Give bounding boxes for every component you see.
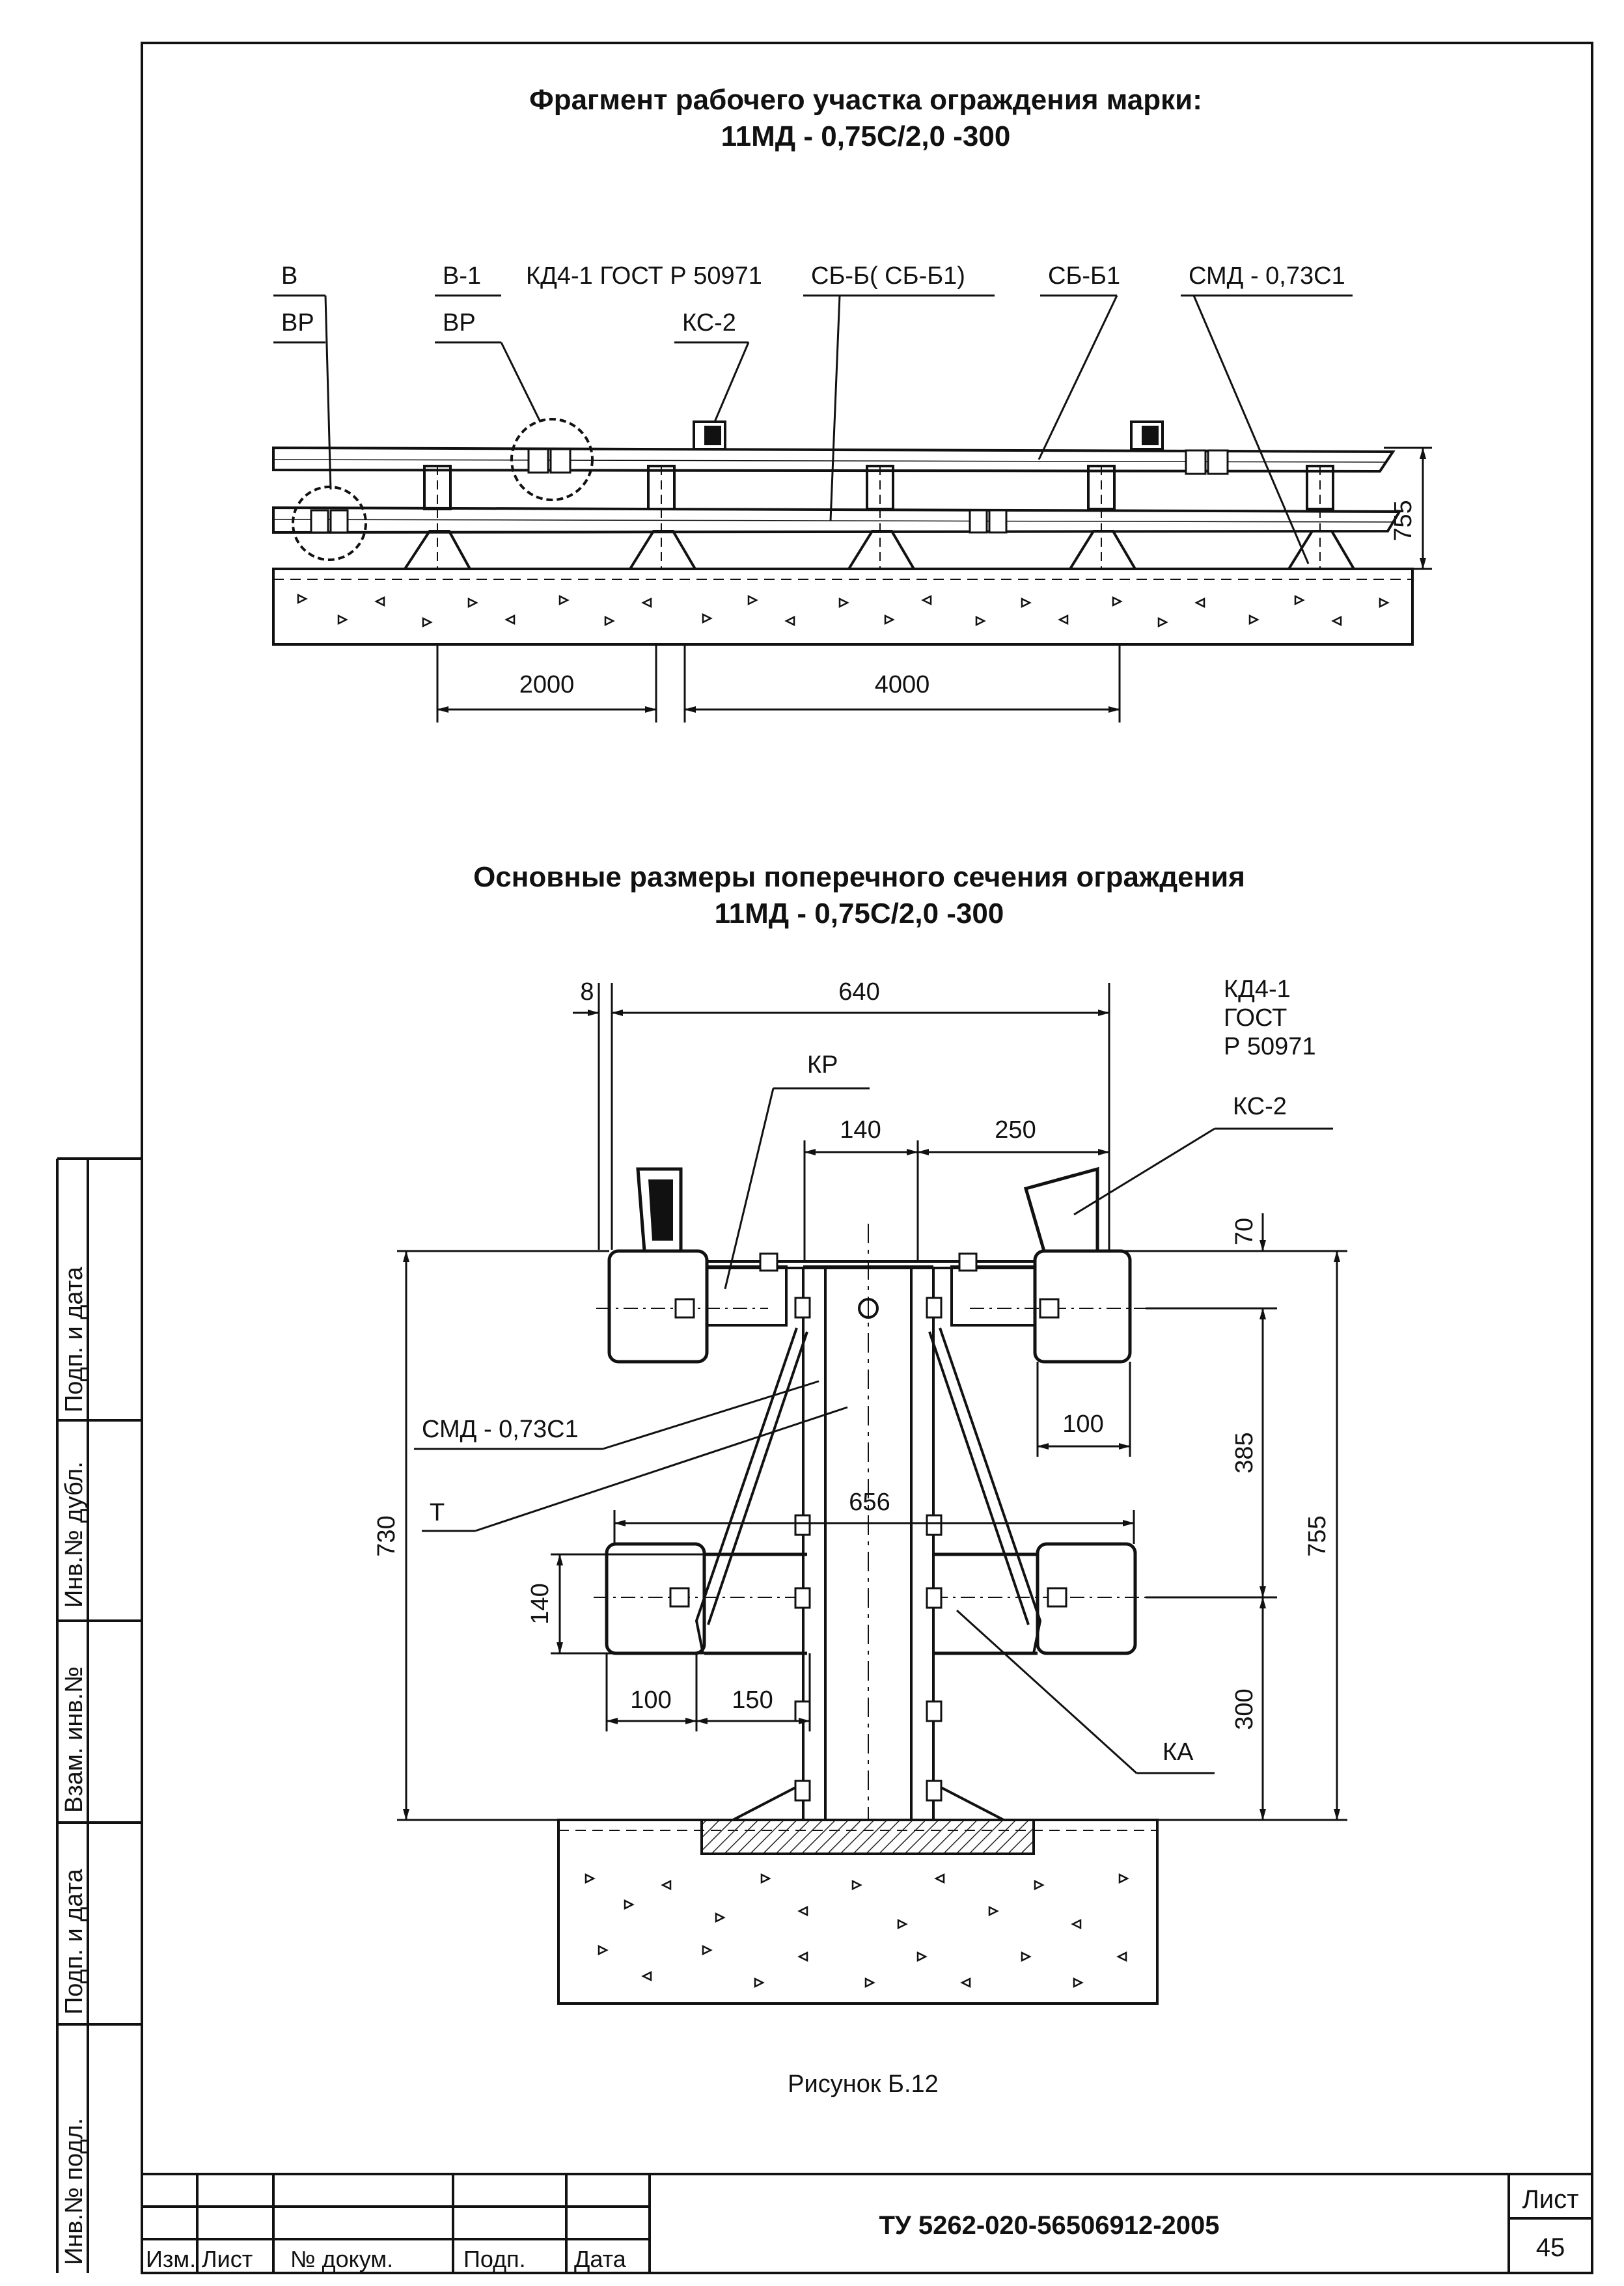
cross-section: Основные размеры поперечного сечения огр… [373,861,1347,2098]
dim-140-top: 140 [840,1116,881,1144]
side-stamp: Подп. и дата Инв.№ дубл. Взам. инв.№ Под… [56,1157,142,2273]
dim-250: 250 [995,1116,1036,1144]
col-date: Дата [574,2246,627,2272]
ground-slab-top [272,568,1414,646]
col-list: Лист [202,2246,253,2272]
reflector-left-section [636,1167,683,1253]
post-3 [846,465,916,570]
sheet-frame [141,42,1593,2274]
top-view-title-2: 11МД - 0,75С/2,0 -300 [721,120,1011,152]
dim-8: 8 [580,978,594,1006]
label-vr-1: ВР [281,309,314,337]
dims-top [436,447,1432,723]
lower-beam [272,506,1402,534]
upper-beam [272,446,1396,473]
doc-number: ТУ 5262-020-56506912-2005 [879,2211,1219,2240]
post-4 [1067,465,1138,570]
label-kr: КР [807,1051,838,1079]
ground-slab-section [557,1819,1159,2005]
dim-656: 656 [849,1489,890,1516]
dim-755: 755 [1304,1515,1331,1556]
label-smd-s: СМД - 0,73С1 [422,1416,579,1443]
section-title-1: Основные размеры поперечного сечения огр… [473,861,1245,893]
label-t: Т [430,1499,445,1526]
dim-730: 730 [373,1515,400,1556]
label-ks-2-s: КС-2 [1233,1093,1287,1120]
col-doc: № докум. [290,2246,393,2272]
reflector-right-section [1023,1166,1099,1253]
label-v: В [281,262,297,290]
label-v-1: В-1 [443,262,481,290]
diagonal-braces [695,1327,1042,1654]
top-view-title-1: Фрагмент рабочего участка ограждения мар… [529,84,1202,116]
dim-70: 70 [1231,1218,1258,1245]
dim-140-left: 140 [527,1583,554,1624]
figure-caption: Рисунок Б.12 [788,2071,939,2098]
label-r50971-s: Р 50971 [1224,1033,1316,1060]
dims-section [397,983,1347,1821]
stamp-vzam-inv: Взам. инв.№ [61,1666,88,1813]
col-podp: Подп. [463,2246,526,2272]
label-kd4-1-s: КД4-1 [1224,976,1291,1003]
top-view: Фрагмент рабочего участка ограждения мар… [272,84,1432,723]
label-vr-2: ВР [443,309,476,337]
label-ka: КА [1163,1739,1194,1766]
dim-150: 150 [732,1687,773,1714]
reflector-1 [693,420,726,450]
dim-755-top: 755 [1390,500,1417,541]
dim-385: 385 [1231,1432,1258,1473]
stamp-podp-data-1: Подп. и дата [61,1266,88,1412]
label-sb-b1: СБ-Б1 [1048,262,1120,290]
col-izm: Изм. [146,2246,196,2272]
stamp-podp-data-2: Подп. и дата [61,1868,88,2015]
dim-2000: 2000 [519,671,575,698]
post-1 [402,465,473,570]
dim-640: 640 [838,978,879,1006]
central-post [732,1224,1004,1821]
dim-100-right: 100 [1062,1411,1103,1438]
label-ks-2: КС-2 [682,309,736,337]
reflector-2 [1130,420,1164,450]
dim-300: 300 [1231,1688,1258,1729]
lower-beam-right [933,1542,1146,1655]
posts-top [402,465,1356,570]
sheet-number: 45 [1536,2233,1565,2262]
post-5 [1286,465,1356,570]
post-2 [627,465,698,570]
title-block: Изм. Лист № докум. Подп. Дата ТУ 5262-02… [142,2173,1592,2273]
stamp-inv-podl: Инв.№ подл. [61,2118,88,2265]
stamp-inv-dubl: Инв.№ дубл. [61,1461,88,1608]
label-kd4-1: КД4-1 ГОСТ Р 50971 [526,262,762,290]
section-title-2: 11МД - 0,75С/2,0 -300 [715,898,1004,930]
beam-joints [310,448,1229,534]
joint-circle-2 [510,418,594,501]
joint-circle-1 [292,486,367,561]
label-smd: СМД - 0,73С1 [1189,262,1345,290]
label-sb-b: СБ-Б( СБ-Б1) [811,262,965,290]
sheet-label: Лист [1522,2185,1579,2214]
dim-100-bottom: 100 [630,1687,671,1714]
label-gost-s: ГОСТ [1224,1004,1287,1032]
dim-4000: 4000 [875,671,930,698]
cross-beam-kr [706,1260,1035,1327]
